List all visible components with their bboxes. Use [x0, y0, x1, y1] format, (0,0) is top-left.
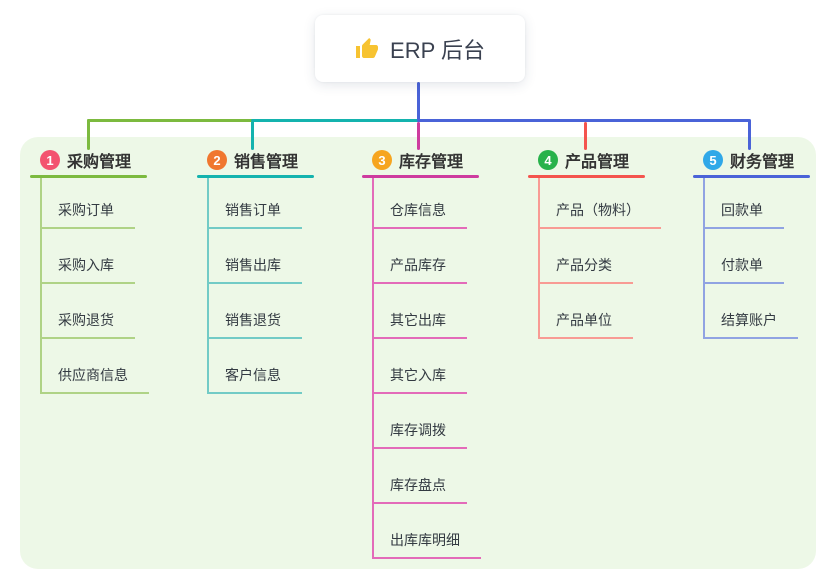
child-node-库存调拨[interactable]: 库存调拨: [374, 394, 467, 449]
child-node-产品库存[interactable]: 产品库存: [374, 229, 467, 284]
child-node-回款单[interactable]: 回款单: [705, 178, 784, 229]
branch2-drop-line: [251, 119, 254, 150]
branch-label: 产品管理: [565, 154, 630, 171]
branch-header[interactable]: 2 销售管理: [197, 148, 314, 172]
child-node-label: 库存盘点: [390, 477, 446, 493]
child-node-采购入库[interactable]: 采购入库: [42, 229, 135, 284]
child-node-产品（物料）[interactable]: 产品（物料）: [540, 178, 661, 229]
child-node-label: 客户信息: [225, 367, 281, 383]
branch-header[interactable]: 4 产品管理: [528, 148, 661, 172]
child-node-其它出库[interactable]: 其它出库: [374, 284, 467, 339]
branch-label: 库存管理: [399, 154, 464, 171]
branch5-drop-line: [748, 119, 751, 150]
branch-label: 采购管理: [67, 154, 132, 171]
branch-underline: [362, 175, 479, 178]
branch-children: 仓库信息产品库存其它出库其它入库库存调拨库存盘点出库库明细: [372, 178, 481, 559]
branches-panel-background: [20, 137, 816, 569]
child-node-label: 付款单: [721, 257, 763, 273]
branch-children: 采购订单采购入库采购退货供应商信息: [40, 178, 149, 394]
branch-underline: [693, 175, 810, 178]
branch-header[interactable]: 1 采购管理: [30, 148, 149, 172]
branch-label: 销售管理: [234, 154, 299, 171]
child-node-销售出库[interactable]: 销售出库: [209, 229, 302, 284]
child-node-label: 出库库明细: [390, 532, 460, 548]
child-node-label: 回款单: [721, 202, 763, 218]
root-stem-line: [417, 82, 420, 121]
child-node-供应商信息[interactable]: 供应商信息: [42, 339, 149, 394]
child-node-label: 结算账户: [721, 312, 777, 328]
left-green-h-line: [87, 119, 253, 122]
child-node-label: 其它入库: [390, 367, 446, 383]
branch-number-badge: 4: [538, 150, 558, 170]
branch-underline: [30, 175, 147, 178]
branch-number-badge: 3: [372, 150, 392, 170]
child-node-采购订单[interactable]: 采购订单: [42, 178, 135, 229]
child-node-label: 产品单位: [556, 312, 612, 328]
child-node-销售退货[interactable]: 销售退货: [209, 284, 302, 339]
child-node-label: 采购订单: [58, 202, 114, 218]
child-node-label: 产品库存: [390, 257, 446, 273]
child-node-付款单[interactable]: 付款单: [705, 229, 784, 284]
branch-header[interactable]: 3 库存管理: [362, 148, 481, 172]
branch-column-库存管理: 3 库存管理 仓库信息产品库存其它出库其它入库库存调拨库存盘点出库库明细: [362, 148, 481, 559]
child-node-label: 销售出库: [225, 257, 281, 273]
child-node-label: 产品（物料）: [556, 202, 640, 218]
branch-column-财务管理: 5 财务管理 回款单付款单结算账户: [693, 148, 810, 339]
branch-number-badge: 5: [703, 150, 723, 170]
root-title: ERP 后台: [390, 37, 485, 63]
child-node-库存盘点[interactable]: 库存盘点: [374, 449, 467, 504]
child-node-label: 销售订单: [225, 202, 281, 218]
child-node-label: 仓库信息: [390, 202, 446, 218]
branch-column-采购管理: 1 采购管理 采购订单采购入库采购退货供应商信息: [30, 148, 149, 394]
child-node-结算账户[interactable]: 结算账户: [705, 284, 798, 339]
child-node-label: 供应商信息: [58, 367, 128, 383]
branch-number-badge: 1: [40, 150, 60, 170]
root-node[interactable]: ERP 后台: [315, 15, 525, 82]
branch-underline: [528, 175, 645, 178]
branch-children: 产品（物料） 产品分类产品单位: [538, 178, 661, 339]
branch-column-销售管理: 2 销售管理 销售订单销售出库销售退货客户信息: [197, 148, 314, 394]
child-node-label: 其它出库: [390, 312, 446, 328]
child-node-label: 销售退货: [225, 312, 281, 328]
child-node-产品单位[interactable]: 产品单位: [540, 284, 633, 339]
branch4-drop-line: [584, 122, 587, 150]
child-node-其它入库[interactable]: 其它入库: [374, 339, 467, 394]
child-node-销售订单[interactable]: 销售订单: [209, 178, 302, 229]
child-node-客户信息[interactable]: 客户信息: [209, 339, 302, 394]
branch1-drop-line: [87, 119, 90, 150]
child-node-label: 产品分类: [556, 257, 612, 273]
child-node-采购退货[interactable]: 采购退货: [42, 284, 135, 339]
branch-column-产品管理: 4 产品管理 产品（物料） 产品分类产品单位: [528, 148, 661, 339]
branch3-drop-line: [417, 122, 420, 150]
branch-number-badge: 2: [207, 150, 227, 170]
child-node-label: 采购入库: [58, 257, 114, 273]
branch-header[interactable]: 5 财务管理: [693, 148, 810, 172]
child-node-label: 采购退货: [58, 312, 114, 328]
child-node-label: 库存调拨: [390, 422, 446, 438]
child-node-出库库明细[interactable]: 出库库明细: [374, 504, 481, 559]
branch-label: 财务管理: [730, 154, 795, 171]
branch-children: 销售订单销售出库销售退货客户信息: [207, 178, 302, 394]
child-node-仓库信息[interactable]: 仓库信息: [374, 178, 467, 229]
child-node-产品分类[interactable]: 产品分类: [540, 229, 633, 284]
thumbs-up-icon: [356, 37, 379, 58]
right-blue-h-line: [417, 119, 750, 122]
branch-underline: [197, 175, 314, 178]
left-teal-h-line: [251, 119, 419, 122]
branch-children: 回款单付款单结算账户: [703, 178, 798, 339]
